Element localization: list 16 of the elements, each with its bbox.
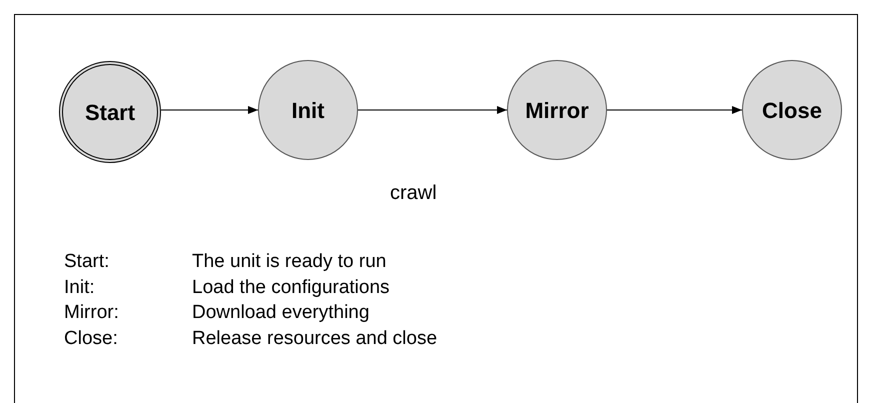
state-term: Start: [64, 250, 110, 274]
state-name: Start [84, 98, 136, 126]
arrow [160, 106, 258, 114]
state-term: Close: [64, 326, 119, 350]
state-description: Download everything [192, 301, 370, 325]
state-name: Init [292, 96, 324, 124]
state-description: Release resources and close [192, 326, 438, 350]
state-name: Close [762, 96, 822, 124]
state-description: Load the configurations [192, 276, 391, 300]
diagram-caption: crawl [390, 181, 437, 206]
state-term: Mirror: [64, 301, 120, 325]
state-term: Init: [64, 276, 96, 300]
state-description: The unit is ready to run [192, 250, 388, 274]
arrow [358, 106, 508, 114]
state-name: Mirror [525, 96, 589, 124]
arrow [606, 106, 742, 114]
